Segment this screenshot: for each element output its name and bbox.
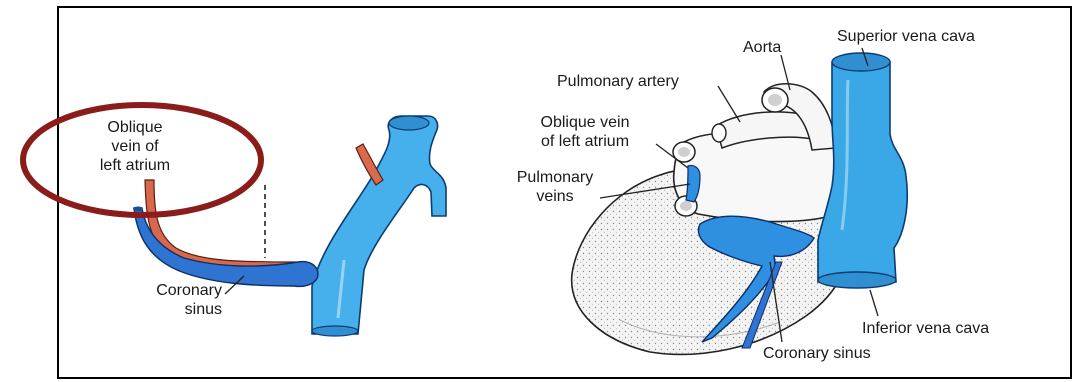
label-pulmonary-veins-line2: veins bbox=[500, 187, 610, 206]
label-coronary-sinus-right: Coronary sinus bbox=[763, 344, 871, 363]
left-coronary-sinus bbox=[134, 208, 318, 286]
label-oblique-vein-right: Oblique vein of left atrium bbox=[515, 113, 655, 151]
label-superior-vena-cava: Superior vena cava bbox=[837, 27, 975, 46]
label-oblique-vein-left-line1: Oblique bbox=[72, 118, 198, 137]
label-oblique-vein-right-line1: Oblique vein bbox=[515, 113, 655, 132]
label-coronary-sinus-left-line2: sinus bbox=[82, 300, 222, 319]
label-aorta: Aorta bbox=[743, 38, 781, 57]
label-coronary-sinus-left-line1: Coronary bbox=[82, 281, 222, 300]
label-pulmonary-veins: Pulmonary veins bbox=[500, 168, 610, 206]
label-pulmonary-artery: Pulmonary artery bbox=[557, 72, 679, 91]
label-coronary-sinus-left: Coronary sinus bbox=[82, 281, 222, 319]
label-oblique-vein-left-line3: left atrium bbox=[72, 156, 198, 175]
label-pulmonary-veins-line1: Pulmonary bbox=[500, 168, 610, 187]
label-inferior-vena-cava: Inferior vena cava bbox=[862, 319, 989, 338]
label-oblique-vein-left: Oblique vein of left atrium bbox=[72, 118, 198, 175]
label-oblique-vein-left-line2: vein of bbox=[72, 137, 198, 156]
label-oblique-vein-right-line2: of left atrium bbox=[515, 132, 655, 151]
left-vessel bbox=[312, 116, 446, 334]
